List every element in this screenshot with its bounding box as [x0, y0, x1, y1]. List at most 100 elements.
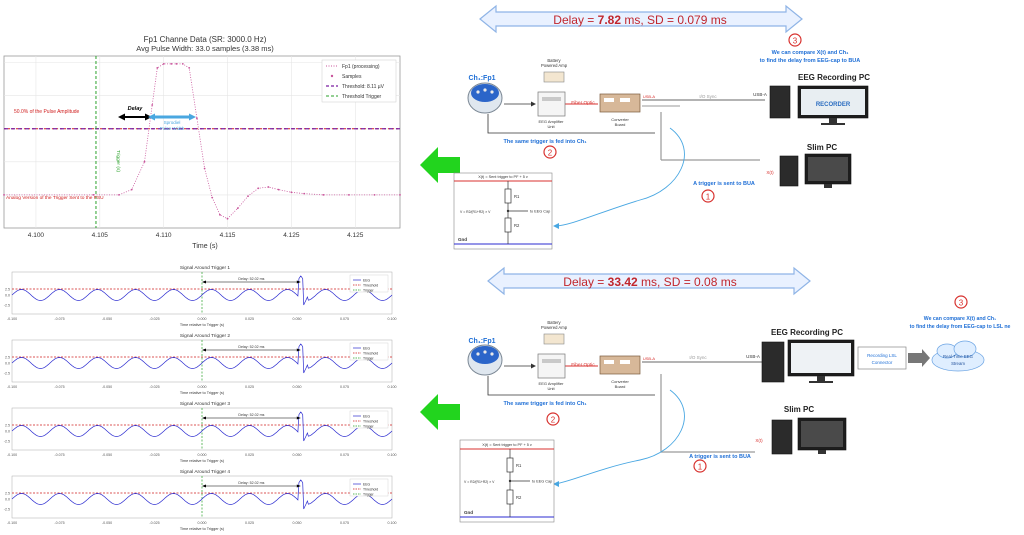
legend-label-samples: Samples: [342, 74, 362, 80]
legend-label: Trigger: [363, 288, 374, 292]
converter-label-2: Board: [615, 122, 626, 127]
amp-panel: [542, 359, 561, 363]
x-tick-label: 0.075: [340, 521, 349, 525]
x-axis-label: Time relative to Trigger (s): [180, 391, 225, 395]
sample-point: [303, 192, 306, 195]
converter-label-1: Converter: [611, 379, 629, 384]
banner-sd: , SD = 0.079 ms: [640, 13, 726, 27]
converter-box-icon: [599, 355, 641, 375]
banner-delay-label: Delay =: [563, 275, 607, 289]
x-tick-label: 0.100: [388, 453, 397, 457]
junction-dot: [508, 479, 512, 483]
y-tick-label: 0.0: [5, 498, 10, 502]
x-tick-label: -0.050: [102, 521, 112, 525]
step-2-number: 2: [551, 416, 556, 425]
cap-shape: [471, 84, 499, 102]
circuit-title: X(t) = Sent trigger to PF + 5 v: [482, 443, 532, 447]
amp-box-label-2: Unit: [547, 124, 555, 129]
feedback-cable: [487, 114, 655, 134]
eeg-pc-title: EEG Recording PC: [771, 328, 843, 337]
delay-arrow-head: [202, 348, 206, 352]
slim-stand: [824, 184, 832, 188]
channel-fp1-label: Ch₁:Fp1: [468, 75, 495, 82]
note-3-line-1: We can compare X(t) and Ch₁: [772, 50, 849, 56]
plot-title: Signal Around Trigger 1: [180, 265, 230, 271]
legend-label-signal: Fp1 (processing): [342, 64, 380, 70]
amp-panel: [542, 97, 561, 101]
converter-port: [604, 360, 614, 364]
amp-top: [543, 333, 565, 345]
electrode-dot: [490, 352, 494, 356]
delay-banner: Delay = 33.42 ms, SD = 0.08 ms: [487, 266, 811, 296]
x-tick-label: -0.050: [102, 453, 112, 457]
circuit-title: X(t) = Sent trigger to PF + 5 v: [478, 175, 528, 179]
lsl-box-frame: [857, 346, 907, 370]
sample-point: [247, 195, 249, 198]
amp-box-label-1: EEG Amplifier: [539, 119, 565, 124]
step-1-number: 1: [698, 463, 703, 472]
amp-body: [537, 91, 566, 117]
cloud-label-2: Stream: [951, 361, 965, 366]
x-tick-label: 0.000: [198, 521, 207, 525]
fiber-label: Fiber Optic: [571, 100, 595, 106]
x-tick-label: 0.100: [388, 385, 397, 389]
pulse-width-arrow: Sprodiel Pulse Width: [148, 113, 196, 131]
amp-label-2: Powered Amp: [541, 325, 568, 330]
converter-port: [620, 98, 630, 102]
same-trigger-note: The same trigger is fed into Ch₁: [504, 139, 588, 145]
electrode-dot: [476, 352, 480, 356]
to-cap-label: to EEG Cap: [530, 210, 550, 214]
pulse-arrow-head-left: [148, 113, 155, 121]
amp-box-label-1: EEG Amplifier: [539, 381, 565, 386]
step-2-circle: [543, 145, 557, 159]
delay-arrow-head: [202, 484, 206, 488]
converter-body: [599, 93, 641, 113]
banner-sd: , SD = 0.08 ms: [657, 275, 737, 289]
step-2-number: 2: [548, 149, 553, 158]
slim-stand: [818, 450, 826, 454]
eeg-signal-line: [11, 343, 393, 374]
x-tick-label: -0.050: [102, 317, 112, 321]
usb-a-label-pc: USB-A: [753, 92, 767, 97]
sample-point: [118, 194, 120, 196]
x-axis-label: Time relative to Trigger (s): [180, 527, 225, 531]
sample-point: [236, 207, 239, 210]
slim-tower: [779, 155, 799, 187]
x-tick-label: 0.050: [293, 521, 302, 525]
y-tick-label: 2.5: [5, 356, 10, 360]
lsl-label-1: Recording LSL: [867, 353, 897, 358]
amp-label-1: Battery: [547, 320, 561, 325]
junction-dot: [506, 209, 510, 213]
sample-point: [175, 63, 178, 65]
signal-series: [3, 63, 401, 220]
converter-label-1: Converter: [611, 117, 629, 122]
legend-label: Threshold: [363, 419, 378, 423]
usb-a-label: USB-A: [643, 356, 656, 361]
legend-label: Threshold: [363, 351, 378, 355]
plot-legend: [349, 410, 389, 429]
x-tick-label: 0.100: [388, 317, 397, 321]
eeg-pc-icon: [769, 85, 869, 125]
delay-arrow-head: [296, 416, 301, 420]
x-tick-label: -0.100: [7, 521, 17, 525]
pc-screen: [801, 89, 865, 115]
legend-label: Trigger: [363, 424, 374, 428]
banner-arrow-shape: [479, 4, 803, 34]
x-tick-label: 0.075: [340, 453, 349, 457]
legend-label: Trigger: [363, 492, 374, 496]
slim-pc-title: Slim PC: [784, 405, 814, 414]
delay-arrow-head: [202, 280, 206, 284]
banner-delay-label: Delay =: [553, 13, 597, 27]
x-tick-label: 4.125: [347, 232, 364, 239]
sample-point: [151, 104, 154, 106]
cloud-puff: [953, 340, 977, 358]
electrode-dot: [490, 90, 494, 94]
arrow-shape: [420, 147, 460, 183]
x-tick-label: 0.025: [245, 521, 254, 525]
amp-top: [543, 71, 565, 83]
lsl-connector-box: [857, 346, 907, 370]
sample-point: [3, 194, 5, 196]
plot-title: Signal Around Trigger 2: [180, 333, 230, 339]
x-tick-label: 0.025: [245, 385, 254, 389]
eeg-pc-icon: [761, 339, 855, 383]
